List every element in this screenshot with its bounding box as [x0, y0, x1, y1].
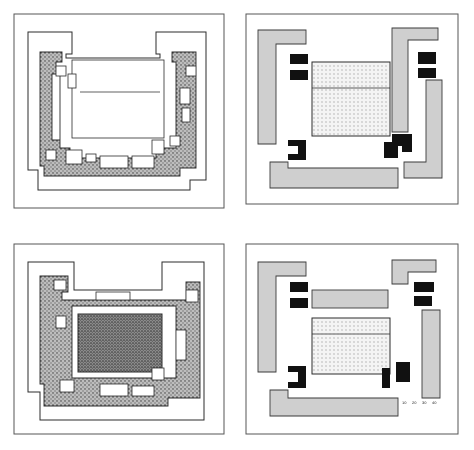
- courtyard: [77, 313, 163, 373]
- scale-label: 40: [432, 400, 437, 405]
- room: [185, 65, 197, 77]
- gray-block-bottom: [269, 389, 399, 417]
- scale-label: 20: [412, 400, 417, 405]
- scale-bar: 10 20 30 40: [402, 400, 437, 405]
- black-block: [414, 282, 434, 292]
- black-block: [396, 362, 410, 382]
- room: [67, 73, 77, 89]
- courtyard: [311, 317, 391, 375]
- plan-panel-top-left: [13, 13, 225, 209]
- room: [151, 367, 165, 381]
- scale-label: 10: [402, 400, 407, 405]
- black-block-bracket: [392, 134, 412, 158]
- black-block: [418, 52, 436, 64]
- plan-panel-bottom-right: 10 20 30 40: [245, 243, 459, 435]
- scale-label: 30: [422, 400, 427, 405]
- room: [59, 379, 75, 393]
- gray-block-left: [257, 29, 307, 145]
- room: [95, 291, 131, 301]
- room: [169, 135, 181, 147]
- black-block-bracket: [288, 366, 306, 388]
- room: [55, 315, 67, 329]
- room: [85, 153, 97, 163]
- black-block: [290, 54, 308, 64]
- room: [99, 383, 129, 397]
- building-outline: [27, 31, 207, 191]
- room: [131, 385, 155, 397]
- room: [55, 65, 67, 77]
- black-block: [382, 368, 390, 388]
- gray-block-left: [257, 261, 307, 373]
- black-block: [418, 68, 436, 78]
- black-block-bracket: [288, 140, 306, 160]
- courtyard: [71, 59, 165, 139]
- building-outline: [27, 261, 205, 421]
- room: [181, 107, 191, 123]
- plan-panel-top-right: [245, 13, 459, 205]
- room: [45, 149, 57, 161]
- gray-block-right: [421, 309, 441, 399]
- room: [65, 149, 83, 165]
- black-block: [290, 298, 308, 308]
- plan-panel-bottom-left: [13, 243, 225, 435]
- gray-block-right-top: [391, 259, 437, 285]
- gray-block-top: [311, 289, 389, 309]
- room: [99, 155, 129, 169]
- black-block: [384, 142, 392, 158]
- room: [185, 289, 199, 303]
- gray-block-bottom: [269, 161, 399, 189]
- room: [175, 329, 187, 361]
- black-block: [290, 282, 308, 292]
- room: [53, 279, 67, 291]
- room: [131, 155, 155, 169]
- courtyard: [311, 61, 391, 137]
- black-block: [414, 296, 432, 306]
- gray-block-right: [403, 79, 443, 179]
- room: [151, 139, 165, 155]
- black-block: [290, 70, 308, 80]
- room: [179, 87, 191, 105]
- gray-block-right-top: [391, 27, 439, 133]
